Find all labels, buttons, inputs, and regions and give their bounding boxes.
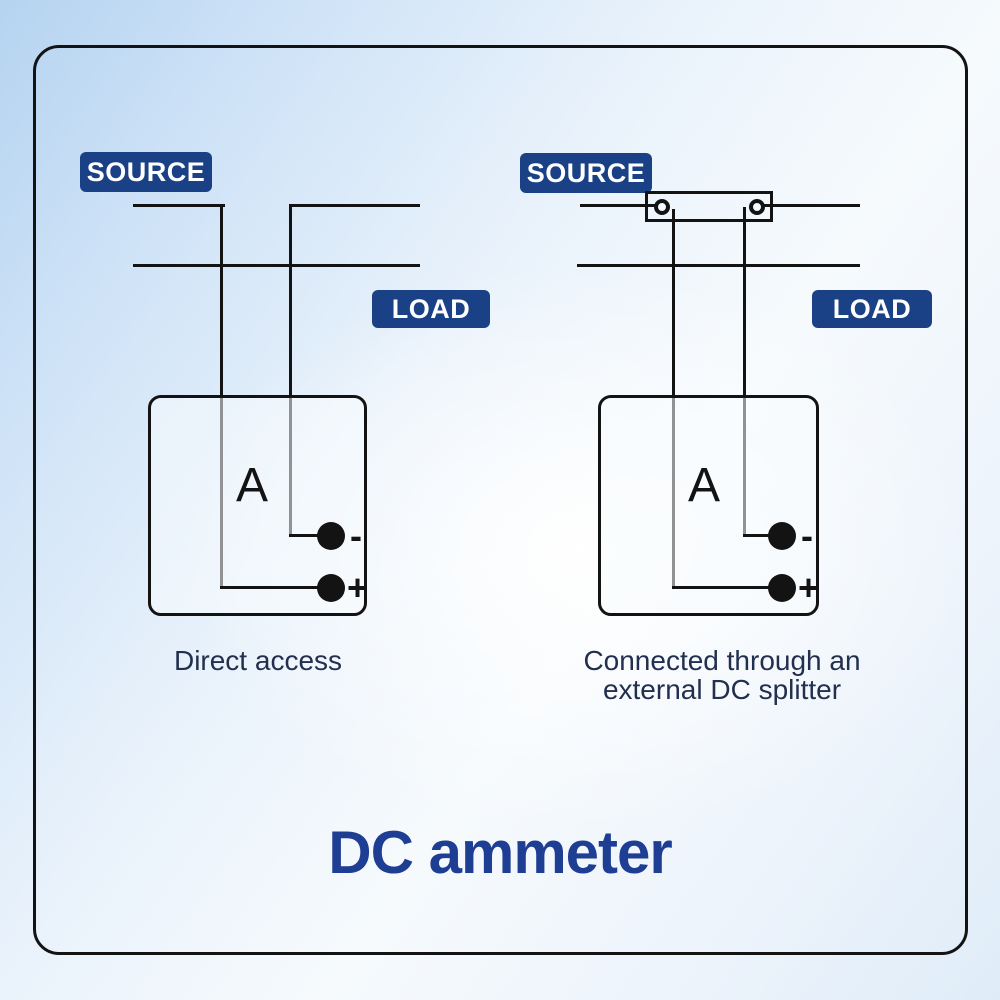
ammeter-box-left [148,395,367,616]
minus-terminal-dot-right [768,522,796,550]
plus-terminal-dot-right [768,574,796,602]
plus-sign-right: + [798,567,820,608]
minus-terminal-dot-left [317,522,345,550]
right-top-wire-source-segment [580,204,658,207]
caption-external-splitter-line1: Connected through an [583,645,861,676]
caption-external-splitter-line2: external DC splitter [602,674,842,706]
left-plus-terminal-wire [220,586,334,589]
ammeter-letter-left: A [236,459,269,512]
left-top-wire-load-segment [289,204,420,207]
splitter-terminal-right [749,199,765,215]
minus-sign-right: - [801,515,813,556]
splitter-terminal-left [654,199,670,215]
dc-splitter-box [645,191,773,222]
plus-terminal-dot-left [317,574,345,602]
caption-direct-access: Direct access [173,645,343,676]
page-title: DC ammeter [328,819,672,886]
left-top-wire-source-segment [133,204,225,207]
left-minus-terminal-wire [289,534,334,537]
load-badge-right: LOAD [812,290,932,328]
source-badge-right: SOURCE [520,153,652,193]
minus-sign-left: - [350,515,362,556]
card-border [33,45,968,955]
right-bottom-conductor [577,264,860,267]
plus-sign-left: + [347,567,369,608]
left-minus-drop-wire [289,204,292,537]
ammeter-letter-right: A [688,459,721,512]
right-minus-terminal-wire [743,534,785,537]
caption-external-splitter: Connected through an external DC splitte… [560,646,884,705]
right-top-wire-load-segment [762,204,860,207]
left-bottom-conductor [133,264,420,267]
source-badge-left: SOURCE [80,152,212,192]
load-badge-left: LOAD [372,290,490,328]
right-minus-drop-wire [743,207,746,537]
right-plus-terminal-wire [672,586,785,589]
